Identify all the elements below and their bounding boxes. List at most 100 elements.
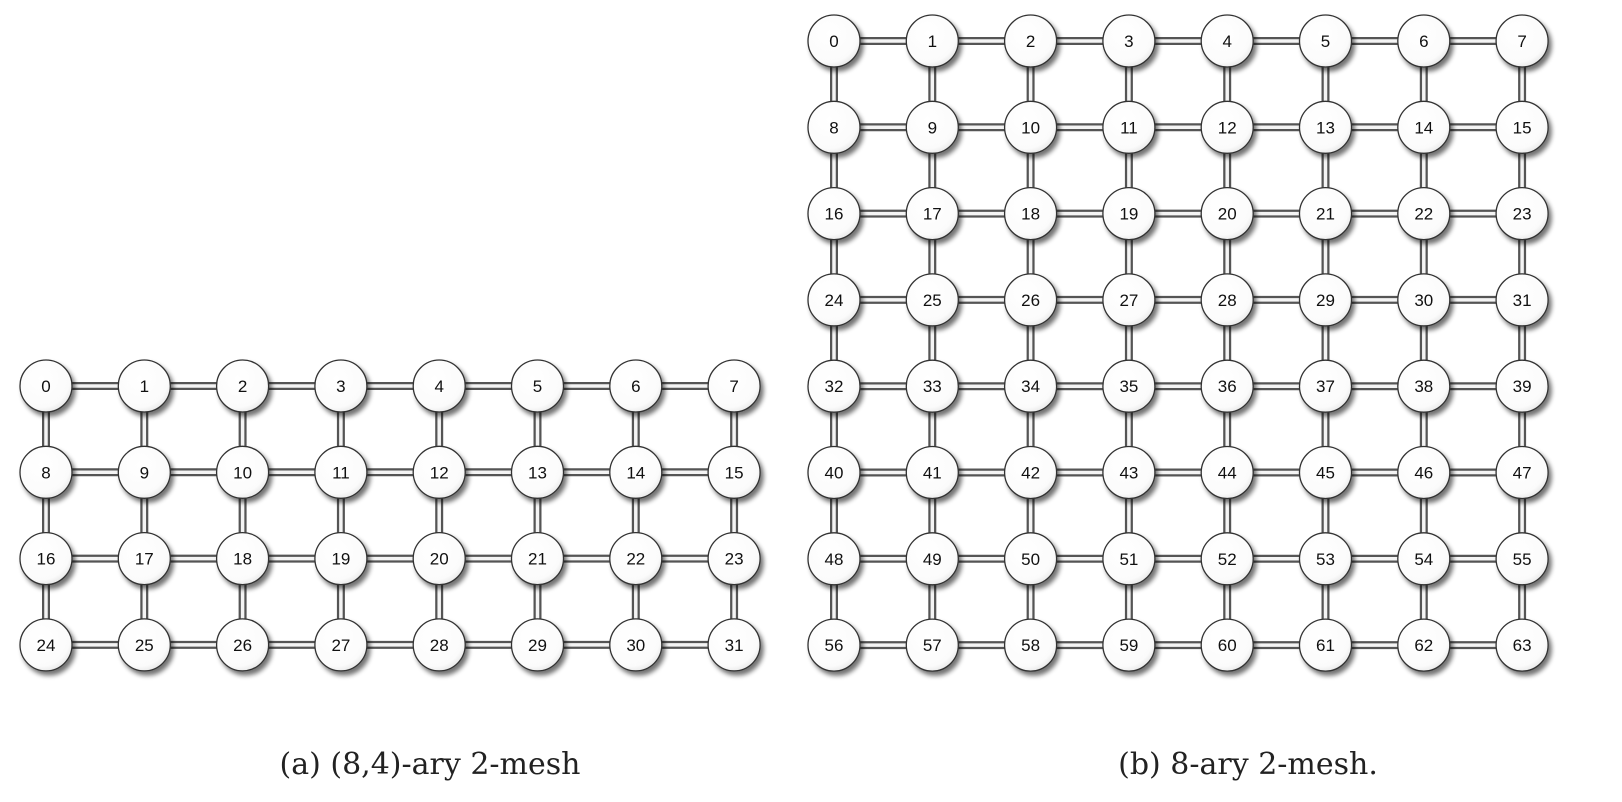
node-label: 20 bbox=[430, 550, 449, 569]
node-b-33: 33 bbox=[905, 359, 959, 413]
node-b-26: 26 bbox=[1003, 273, 1058, 327]
node-a-3: 3 bbox=[314, 359, 368, 413]
node-a-5: 5 bbox=[510, 359, 565, 413]
node-label: 39 bbox=[1513, 377, 1532, 396]
node-b-14: 14 bbox=[1397, 100, 1451, 154]
node-label: 47 bbox=[1513, 464, 1532, 483]
node-label: 7 bbox=[1517, 32, 1526, 51]
node-label: 27 bbox=[331, 636, 350, 655]
node-a-19: 19 bbox=[314, 531, 368, 586]
node-a-4: 4 bbox=[412, 359, 466, 413]
node-a-15: 15 bbox=[707, 445, 761, 499]
node-b-57: 57 bbox=[905, 618, 959, 672]
node-b-60: 60 bbox=[1200, 618, 1254, 672]
caption-mesh-a: (a) (8,4)-ary 2-mesh bbox=[280, 747, 581, 782]
node-label: 29 bbox=[528, 636, 547, 655]
node-b-49: 49 bbox=[905, 532, 959, 586]
node-label: 9 bbox=[928, 118, 937, 137]
node-label: 61 bbox=[1316, 636, 1335, 655]
node-a-28: 28 bbox=[412, 618, 466, 672]
node-label: 1 bbox=[140, 377, 149, 396]
node-a-7: 7 bbox=[707, 359, 761, 413]
node-b-38: 38 bbox=[1397, 359, 1451, 413]
node-b-3: 3 bbox=[1102, 14, 1156, 68]
node-b-46: 46 bbox=[1397, 445, 1451, 500]
node-label: 24 bbox=[825, 291, 844, 310]
node-label: 25 bbox=[135, 636, 154, 655]
node-a-21: 21 bbox=[510, 531, 565, 586]
node-label: 0 bbox=[41, 377, 50, 396]
node-b-36: 36 bbox=[1200, 359, 1254, 413]
node-b-61: 61 bbox=[1298, 618, 1353, 672]
node-label: 30 bbox=[626, 636, 645, 655]
node-b-10: 10 bbox=[1003, 100, 1058, 154]
node-label: 58 bbox=[1021, 636, 1040, 655]
node-label: 44 bbox=[1218, 464, 1237, 483]
node-a-11: 11 bbox=[314, 445, 368, 499]
node-label: 2 bbox=[1026, 32, 1035, 51]
node-label: 18 bbox=[1021, 205, 1040, 224]
node-b-8: 8 bbox=[807, 100, 861, 154]
node-b-20: 20 bbox=[1200, 186, 1254, 241]
node-label: 17 bbox=[923, 205, 942, 224]
node-b-19: 19 bbox=[1102, 186, 1156, 241]
node-label: 8 bbox=[829, 118, 838, 137]
node-label: 20 bbox=[1218, 205, 1237, 224]
node-label: 2 bbox=[238, 377, 247, 396]
node-label: 25 bbox=[923, 291, 942, 310]
node-label: 17 bbox=[135, 550, 154, 569]
node-label: 50 bbox=[1021, 550, 1040, 569]
node-b-1: 1 bbox=[905, 14, 959, 68]
node-label: 53 bbox=[1316, 550, 1335, 569]
node-label: 26 bbox=[1021, 291, 1040, 310]
node-label: 51 bbox=[1119, 550, 1138, 569]
node-label: 11 bbox=[1120, 118, 1138, 137]
node-label: 7 bbox=[729, 377, 738, 396]
node-b-44: 44 bbox=[1200, 445, 1254, 500]
node-label: 31 bbox=[725, 636, 744, 655]
node-b-52: 52 bbox=[1200, 532, 1254, 586]
node-label: 4 bbox=[434, 377, 443, 396]
node-b-32: 32 bbox=[807, 359, 861, 413]
node-b-27: 27 bbox=[1102, 273, 1156, 327]
node-label: 16 bbox=[37, 550, 56, 569]
node-b-48: 48 bbox=[807, 532, 861, 586]
node-b-39: 39 bbox=[1495, 359, 1549, 413]
node-b-15: 15 bbox=[1495, 100, 1549, 154]
node-b-11: 11 bbox=[1102, 100, 1156, 154]
node-b-43: 43 bbox=[1102, 445, 1156, 500]
node-label: 0 bbox=[829, 32, 838, 51]
node-b-18: 18 bbox=[1003, 186, 1058, 241]
node-label: 14 bbox=[1414, 118, 1433, 137]
node-label: 31 bbox=[1513, 291, 1532, 310]
node-label: 14 bbox=[626, 463, 645, 482]
node-b-29: 29 bbox=[1298, 273, 1353, 327]
node-label: 6 bbox=[1419, 32, 1428, 51]
node-label: 21 bbox=[1316, 205, 1335, 224]
node-label: 23 bbox=[725, 550, 744, 569]
node-label: 37 bbox=[1316, 377, 1335, 396]
node-b-31: 31 bbox=[1495, 273, 1549, 327]
node-b-21: 21 bbox=[1298, 186, 1353, 241]
node-b-41: 41 bbox=[905, 445, 959, 500]
node-label: 15 bbox=[725, 463, 744, 482]
node-label: 28 bbox=[430, 636, 449, 655]
node-label: 62 bbox=[1414, 636, 1433, 655]
node-b-63: 63 bbox=[1495, 618, 1549, 672]
node-label: 3 bbox=[1124, 32, 1133, 51]
node-a-31: 31 bbox=[707, 618, 761, 672]
node-a-17: 17 bbox=[117, 531, 171, 586]
node-a-10: 10 bbox=[215, 445, 270, 499]
node-label: 1 bbox=[928, 32, 937, 51]
node-label: 19 bbox=[1119, 205, 1138, 224]
node-label: 60 bbox=[1218, 636, 1237, 655]
mesh-a-links bbox=[42, 382, 739, 649]
node-label: 8 bbox=[41, 463, 50, 482]
node-b-9: 9 bbox=[905, 100, 959, 154]
node-label: 10 bbox=[1021, 118, 1040, 137]
node-b-55: 55 bbox=[1495, 532, 1549, 586]
node-b-6: 6 bbox=[1397, 14, 1451, 68]
